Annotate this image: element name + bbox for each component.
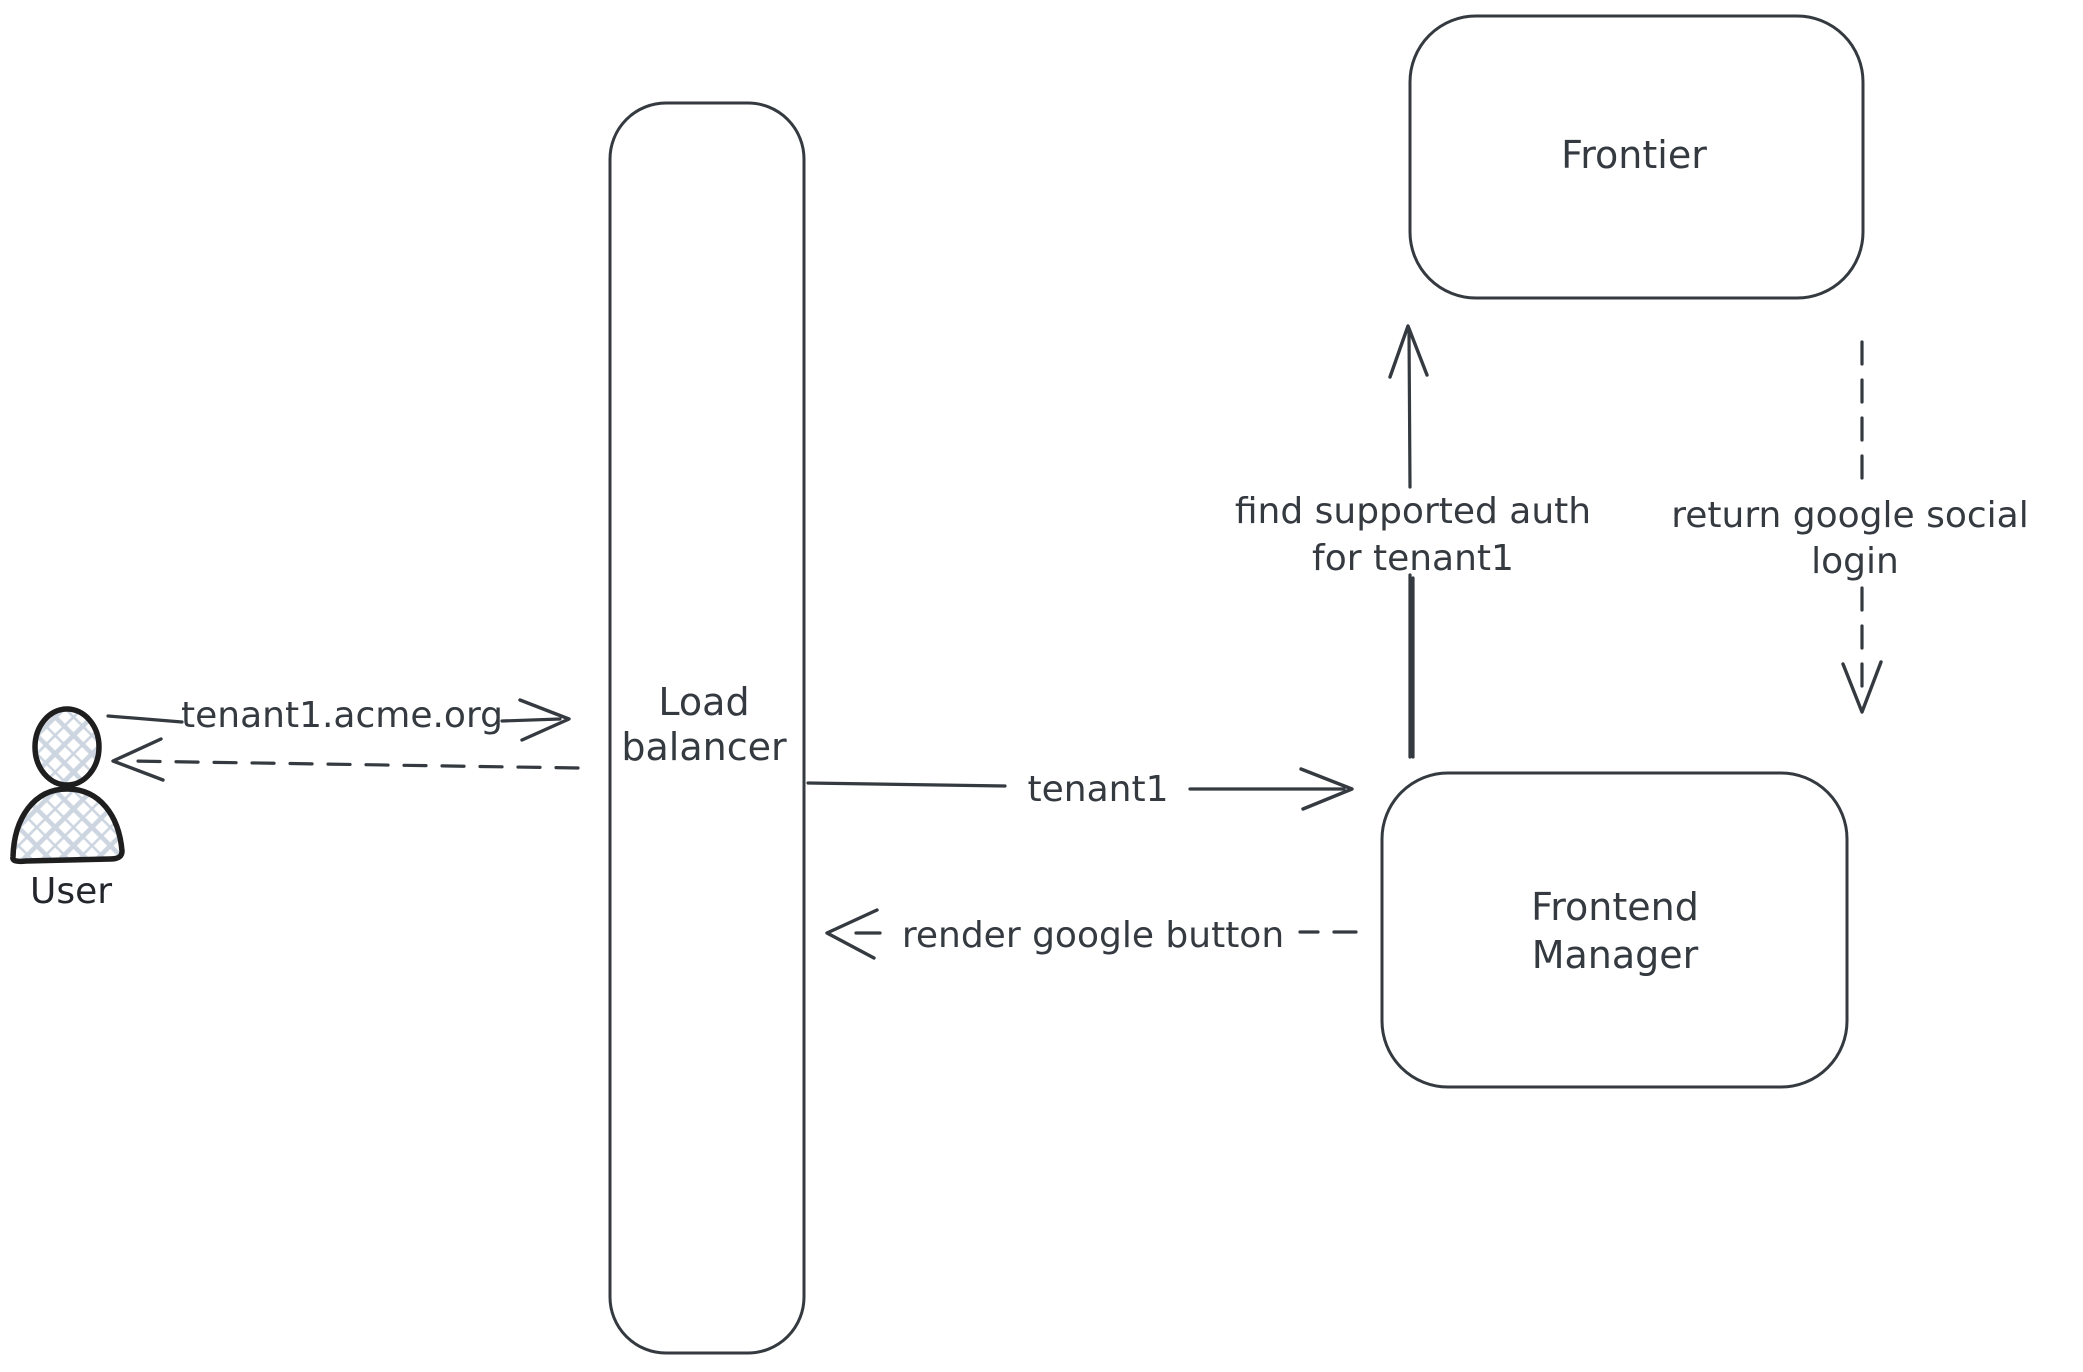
arrow-frontend-manager-to-frontier: find supported auth for tenant1	[1235, 324, 1591, 759]
load-balancer-node: Load balancer	[608, 101, 806, 1355]
arrow-frontier-to-frontend-manager-label-line1: return google social	[1671, 495, 2029, 536]
arrow-load-balancer-to-user-arrowhead	[111, 737, 165, 782]
arrow-frontend-manager-to-frontier-arrowhead	[1388, 324, 1429, 379]
load-balancer-box	[608, 101, 806, 1355]
user-label: User	[30, 871, 112, 912]
arrow-load-balancer-to-frontend-manager-label: tenant1	[1028, 769, 1169, 810]
arrow-load-balancer-to-frontend-manager: tenant1	[806, 767, 1354, 811]
arrow-frontier-to-frontend-manager: return google social login	[1671, 340, 2029, 714]
arrow-load-balancer-to-frontend-manager-line-left	[806, 781, 1007, 788]
frontend-manager-label-line2: Manager	[1532, 933, 1699, 977]
frontend-manager-box	[1380, 771, 1849, 1089]
arrow-user-to-load-balancer-arrowhead	[518, 698, 571, 742]
arrow-user-to-load-balancer-line-left	[106, 714, 184, 724]
arrow-load-balancer-to-user-line	[126, 759, 580, 770]
frontier-node: Frontier	[1408, 14, 1865, 300]
arrow-user-to-load-balancer-line-right	[500, 717, 562, 723]
frontend-manager-node: Frontend Manager	[1380, 771, 1849, 1089]
load-balancer-label-line1: Load	[658, 680, 749, 724]
arrow-user-to-load-balancer: tenant1.acme.org	[106, 695, 571, 742]
arrow-load-balancer-to-frontend-manager-arrowhead	[1299, 767, 1354, 811]
user-icon	[32, 706, 102, 788]
load-balancer-label-line2: balancer	[621, 725, 787, 769]
user-icon-body	[10, 786, 125, 865]
arrow-load-balancer-to-user	[111, 737, 580, 782]
arrow-frontend-manager-to-frontier-label-line2: for tenant1	[1312, 538, 1514, 579]
arrow-frontier-to-frontend-manager-label-line2: login	[1811, 541, 1899, 582]
arrow-frontend-manager-to-frontier-label-line1: find supported auth	[1235, 491, 1591, 532]
arrow-frontier-to-frontend-manager-arrowhead	[1841, 660, 1883, 714]
frontier-box	[1408, 14, 1865, 300]
arrow-frontend-manager-to-frontier-line-bottom	[1408, 573, 1415, 759]
arrow-frontend-manager-to-load-balancer-label: render google button	[902, 915, 1284, 956]
arrow-frontend-manager-to-load-balancer-arrowhead	[825, 908, 879, 960]
frontend-manager-label-line1: Frontend	[1531, 885, 1699, 929]
arrow-user-to-load-balancer-label: tenant1.acme.org	[181, 695, 503, 736]
arrow-frontend-manager-to-frontier-line-top	[1407, 328, 1412, 489]
user-actor: User	[10, 706, 125, 912]
frontier-label: Frontier	[1561, 133, 1707, 177]
arrow-frontend-manager-to-load-balancer: render google button	[825, 908, 1358, 960]
